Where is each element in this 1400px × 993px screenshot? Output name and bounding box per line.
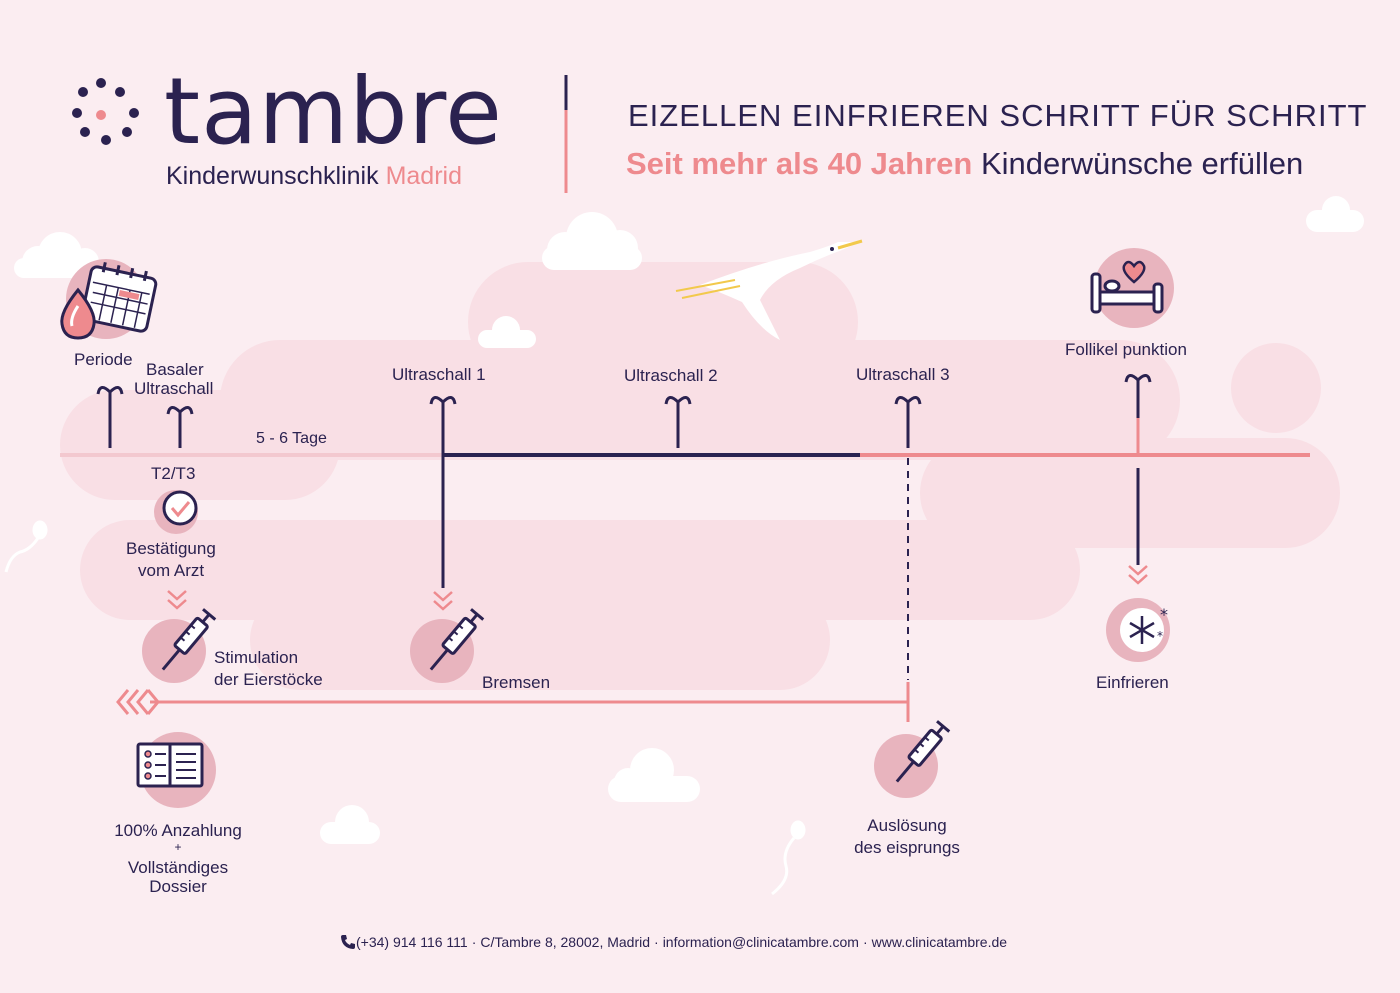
page-title: EIZELLEN EINFRIEREN SCHRITT FÜR SCHRITT (628, 98, 1368, 133)
sprout-marker-icon (96, 386, 124, 448)
footer-phone[interactable]: (+34) 914 116 111 (356, 934, 468, 950)
label-basaler: Basaler (146, 360, 204, 379)
sprout-marker-icon (166, 406, 194, 448)
chevron-down-icon (167, 590, 187, 610)
stork-icon (675, 239, 863, 340)
drop-icon (60, 287, 96, 340)
footer-email[interactable]: information@clinicatambre.com (662, 934, 859, 950)
label-bremsen: Bremsen (482, 673, 551, 692)
label-ultraschall-1: Ultraschall 1 (392, 365, 486, 384)
label-ultraschall-3: Ultraschall 3 (856, 365, 950, 384)
label-einfrieren: Einfrieren (1096, 673, 1169, 692)
brand-city: Madrid (385, 162, 462, 190)
label-periode: Periode (74, 350, 133, 369)
brand-subtitle: Kinderwunschklinik Madrid (166, 161, 462, 191)
chevron-down-icon (433, 591, 453, 611)
subtitle-highlight: Seit mehr als 40 Jahren (626, 146, 973, 181)
sperm-icon (771, 820, 806, 896)
label-ausloesung-1: Auslösung (867, 816, 947, 835)
syringe-icon (429, 608, 485, 671)
phone-icon (341, 935, 355, 949)
label-ausloesung-2: des eisprungs (854, 838, 960, 857)
heart-icon (1122, 260, 1146, 284)
label-bestaetigung-2: vom Arzt (138, 561, 205, 580)
label-basal-ultraschall: Ultraschall (134, 379, 214, 398)
cloud-icon (608, 748, 700, 802)
footer-web[interactable]: www.clinicatambre.de (871, 934, 1008, 950)
svg-text:*: * (1160, 605, 1168, 624)
sprout-marker-icon (894, 396, 922, 448)
calendar-icon (80, 262, 158, 333)
label-bestaetigung-1: Bestätigung (126, 539, 216, 558)
label-tage: 5 - 6 Tage (256, 430, 327, 447)
label-stimulation-1: Stimulation (214, 648, 299, 667)
svg-text:*: * (1157, 629, 1163, 643)
brand-subtitle-text: Kinderwunschklinik (166, 162, 379, 190)
cloud-icon (478, 316, 536, 348)
label-t2t3: T2/T3 (151, 464, 196, 483)
footer-address: C/Tambre 8, 28002, Madrid (480, 934, 651, 950)
document-icon (136, 742, 204, 788)
sperm-icon (4, 520, 48, 573)
checkmark-icon (162, 490, 198, 526)
label-anzahlung-1: 100% Anzahlung (114, 821, 242, 840)
label-stimulation-2: der Eierstöcke (214, 670, 323, 689)
footer: (+34) 914 116 111·C/Tambre 8, 28002, Mad… (340, 932, 1070, 952)
sprout-marker-icon (664, 396, 692, 448)
cloud-icon (1306, 196, 1364, 232)
arrow-tail-icon (116, 689, 160, 715)
sprout-marker-icon (1124, 374, 1152, 418)
snowflake-icon: * * (1120, 605, 1168, 652)
label-follikel: Follikel punktion (1065, 340, 1187, 359)
sprout-marker-icon (429, 396, 457, 588)
label-ultraschall-2: Ultraschall 2 (624, 366, 718, 385)
chevron-down-icon (1128, 565, 1148, 585)
label-anzahlung-2: Vollständiges (127, 858, 229, 877)
label-anzahlung-plus: + (174, 840, 182, 854)
background-clouds (60, 262, 1340, 690)
page-subtitle: Seit mehr als 40 Jahren Kinderwünsche er… (626, 145, 1303, 183)
syringe-icon (895, 720, 951, 783)
subtitle-rest: Kinderwünsche erfüllen (980, 146, 1304, 181)
logo-dots (72, 78, 139, 145)
cloud-icon (542, 212, 642, 270)
bed-icon (1090, 272, 1164, 314)
syringe-icon (161, 608, 217, 671)
label-anzahlung-3: Dossier (149, 877, 207, 896)
cloud-icon (320, 805, 380, 844)
brand-name: tambre (164, 58, 503, 165)
